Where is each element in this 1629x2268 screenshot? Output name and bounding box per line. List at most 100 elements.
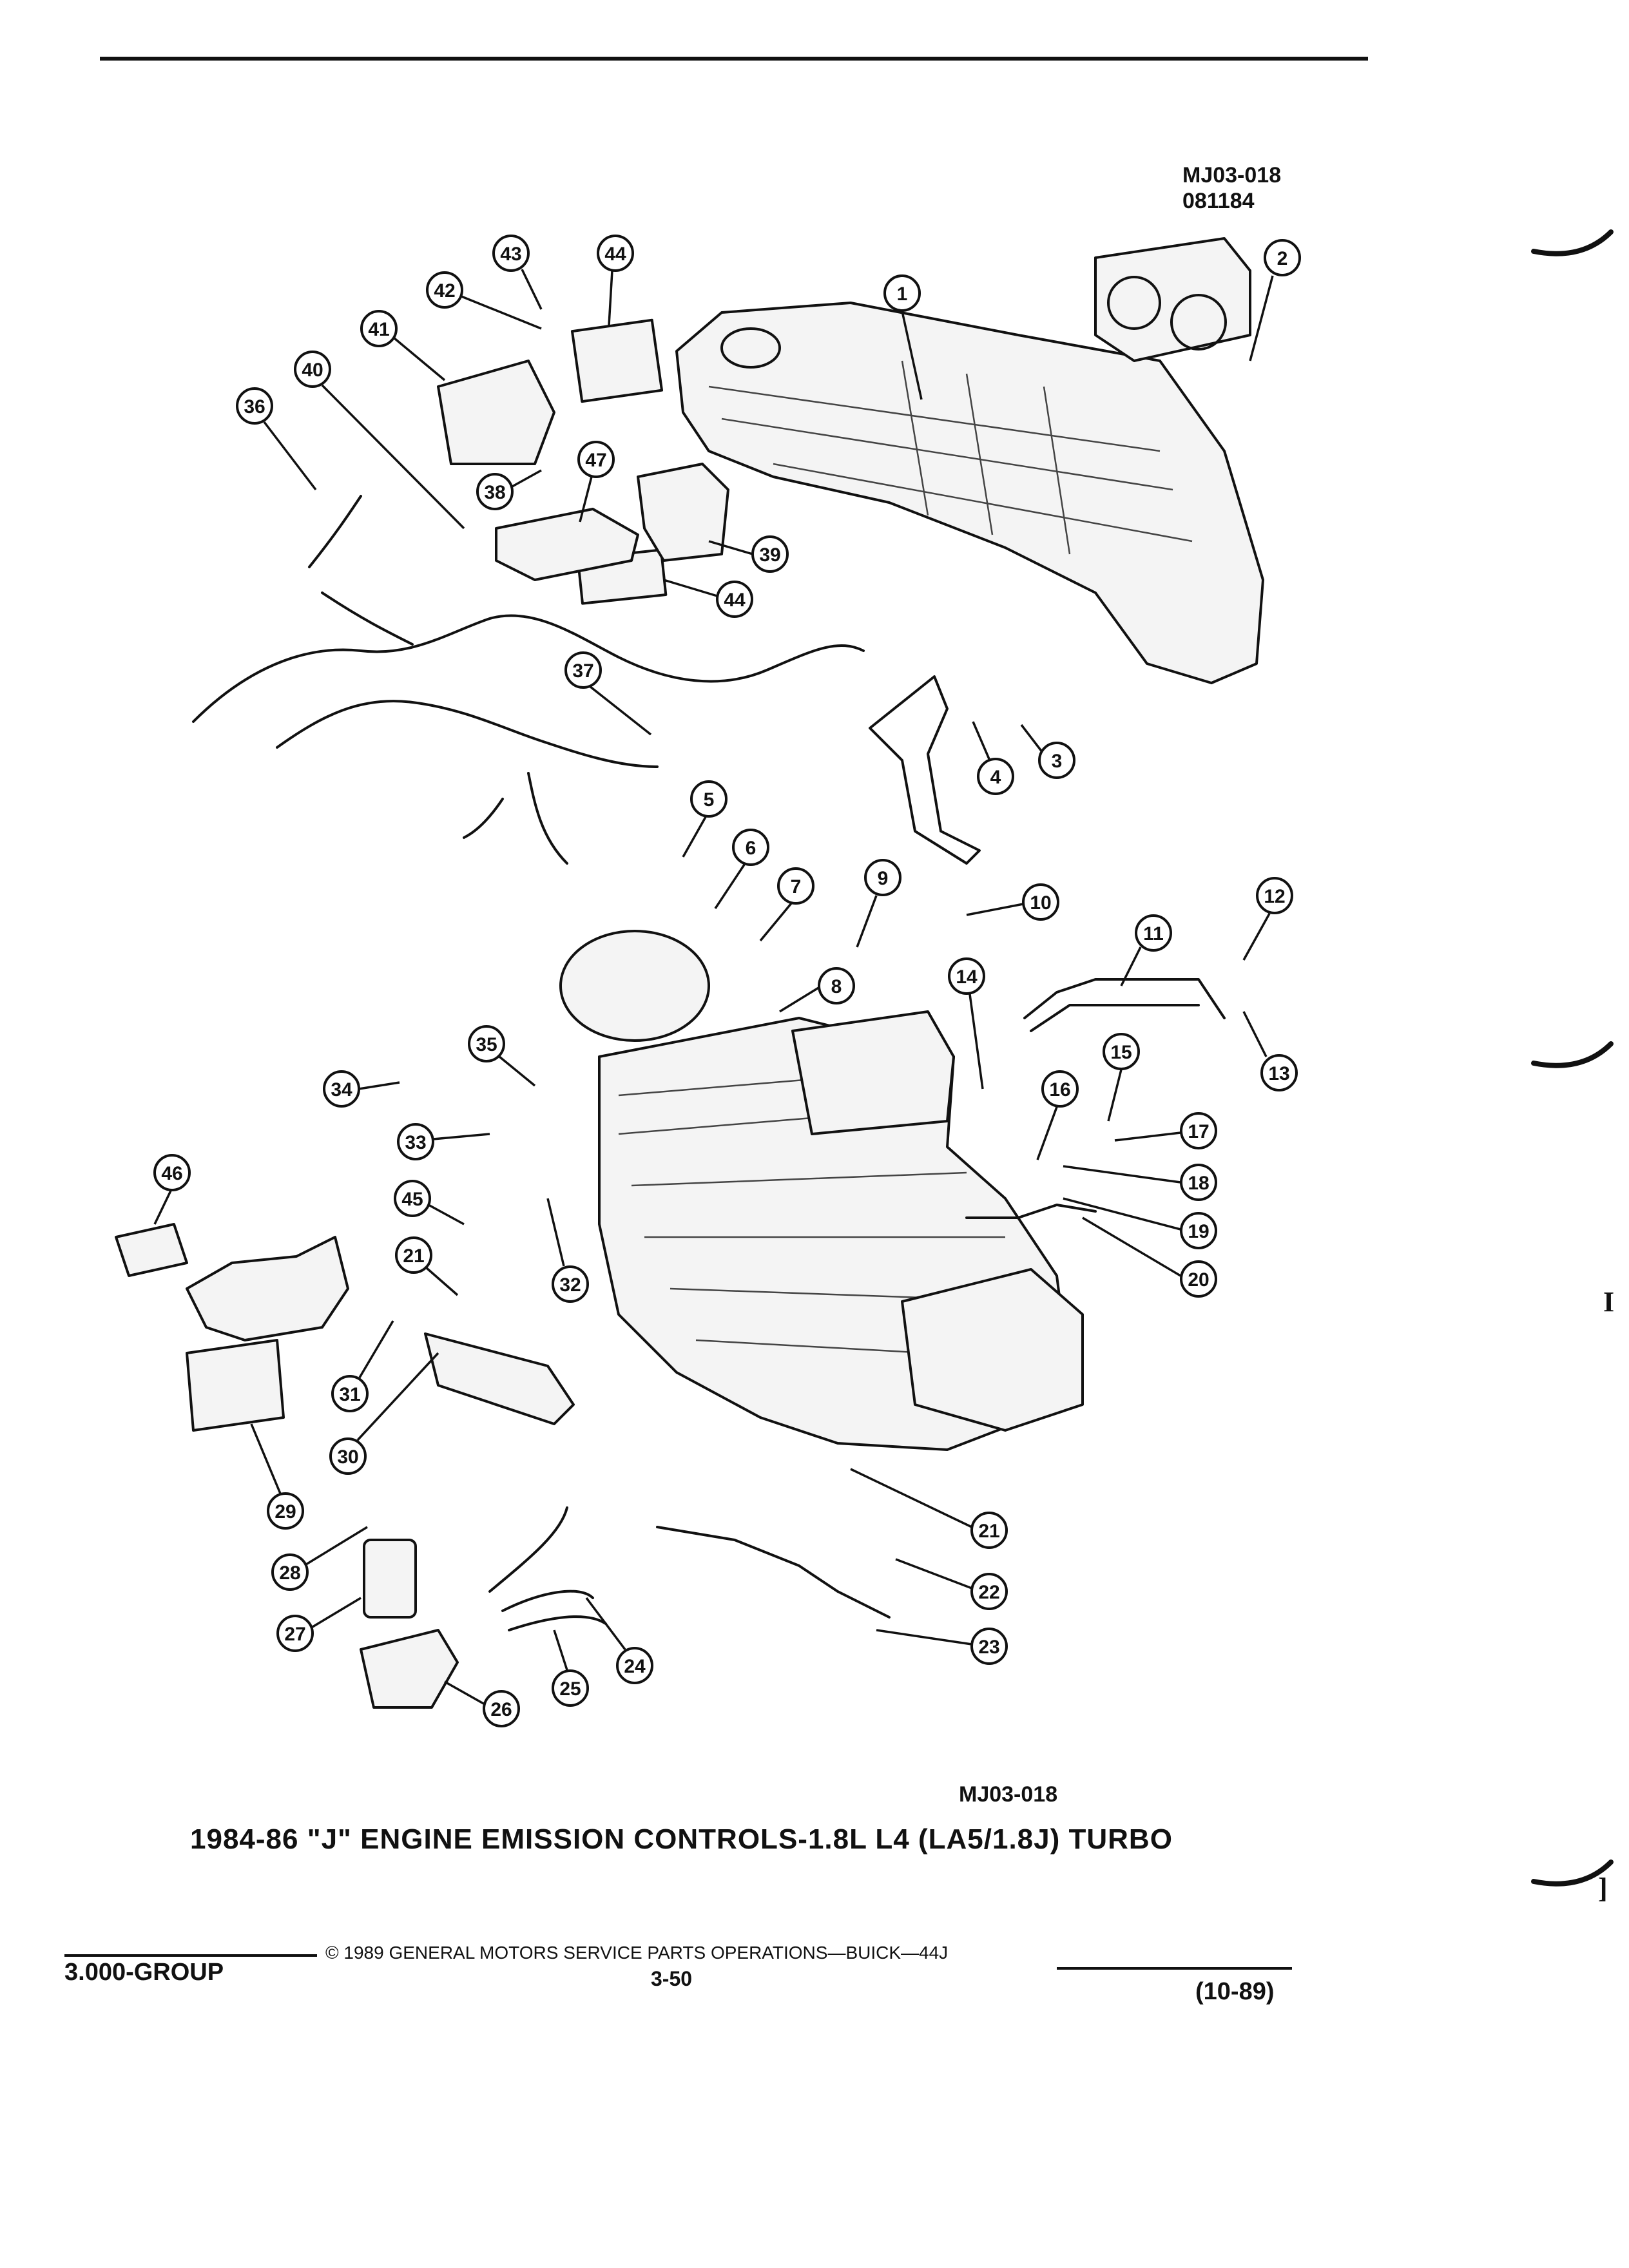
- callout-circle: [1180, 1112, 1217, 1149]
- callout-circle: [276, 1615, 314, 1652]
- callout-circle: [1180, 1212, 1217, 1249]
- callout-label: 1: [897, 284, 908, 305]
- callout-circle: [716, 581, 753, 618]
- callout-label: 17: [1188, 1121, 1209, 1142]
- callout-circle: [970, 1628, 1008, 1665]
- callout-circle: [818, 967, 855, 1004]
- callout-41: 41: [360, 310, 398, 347]
- leader-lines: [153, 269, 1274, 1706]
- exploded-parts-diagram: 1234567891011121314151617181920212122232…: [115, 235, 1301, 1727]
- callout-6: 6: [732, 829, 769, 866]
- callout-10: 10: [1022, 883, 1059, 921]
- callout-circle: [395, 1236, 432, 1274]
- callout-label: 28: [279, 1562, 300, 1584]
- vacuum-pipes: [1023, 978, 1226, 1032]
- callout-circle: [483, 1690, 520, 1727]
- callout-label: 33: [405, 1132, 426, 1153]
- callout-circle: [360, 310, 398, 347]
- vapor-canister: [363, 1539, 417, 1619]
- ecm-upper: [570, 318, 664, 403]
- callout-label: 21: [403, 1245, 424, 1267]
- callout-circle: [1041, 1070, 1079, 1108]
- margin-mark-2: ]: [1598, 1872, 1608, 1904]
- callout-circle: [1180, 1164, 1217, 1201]
- callout-21: 21: [395, 1236, 432, 1274]
- callout-label: 23: [978, 1637, 999, 1658]
- callout-label: 44: [724, 590, 746, 611]
- callout-circle: [492, 235, 530, 272]
- callout-33: 33: [397, 1123, 434, 1160]
- callout-label: 47: [585, 450, 606, 471]
- callout-14: 14: [948, 957, 985, 995]
- callout-label: 16: [1049, 1079, 1070, 1100]
- callout-40: 40: [294, 351, 331, 388]
- callout-29: 29: [267, 1492, 304, 1530]
- diagram-date-code: 081184: [1182, 189, 1255, 213]
- callout-45: 45: [394, 1180, 431, 1217]
- callout-circle: [468, 1025, 505, 1062]
- surge-tank: [559, 930, 710, 1042]
- callout-1: 1: [883, 274, 921, 312]
- callout-label: 19: [1188, 1221, 1209, 1242]
- callout-label: 36: [244, 396, 265, 418]
- callout-37: 37: [564, 651, 602, 689]
- callout-label: 43: [500, 244, 521, 265]
- callout-16: 16: [1041, 1070, 1079, 1108]
- callout-12: 12: [1256, 877, 1293, 914]
- callout-label: 25: [559, 1678, 581, 1700]
- callout-circle: [1180, 1260, 1217, 1298]
- tray-bracket: [495, 508, 639, 581]
- vacuum-hoses: [488, 1506, 607, 1631]
- ecm-cover: [637, 463, 729, 562]
- callout-46: 46: [153, 1154, 191, 1191]
- callout-circle: [777, 867, 815, 905]
- duct-elbow: [115, 1223, 188, 1277]
- callout-24: 24: [616, 1647, 653, 1684]
- callout-circle: [267, 1492, 304, 1530]
- air-intake-duct: [186, 1236, 349, 1341]
- callout-39: 39: [751, 535, 789, 573]
- callout-27: 27: [276, 1615, 314, 1652]
- callout-label: 46: [161, 1163, 182, 1184]
- callout-label: 38: [484, 482, 505, 503]
- egr-tube: [656, 1526, 891, 1619]
- footer-rule-right: [1057, 1967, 1292, 1970]
- callout-44: 44: [597, 235, 634, 272]
- intake-plenum: [791, 1010, 955, 1135]
- callout-label: 20: [1188, 1269, 1209, 1291]
- footer-group: 3.000-GROUP: [64, 1959, 224, 1986]
- callout-circle: [394, 1180, 431, 1217]
- callout-circle: [1264, 239, 1301, 276]
- callout-circle: [329, 1437, 367, 1475]
- canister-bracket: [360, 1629, 459, 1709]
- callout-23: 23: [970, 1628, 1008, 1665]
- callout-circle: [552, 1265, 589, 1303]
- callout-label: 30: [337, 1446, 358, 1468]
- callout-circle: [1022, 883, 1059, 921]
- callout-label: 11: [1143, 923, 1164, 945]
- callout-26: 26: [483, 1690, 520, 1727]
- callout-label: 13: [1268, 1063, 1289, 1084]
- callout-circle: [1038, 742, 1075, 779]
- intake-hose: [424, 1332, 575, 1425]
- callout-7: 7: [777, 867, 815, 905]
- callout-label: 22: [978, 1582, 999, 1603]
- callout-11: 11: [1135, 914, 1172, 952]
- callout-label: 31: [339, 1384, 360, 1405]
- callout-label: 8: [831, 976, 842, 997]
- callout-circle: [864, 859, 901, 896]
- callout-44: 44: [716, 581, 753, 618]
- callout-circle: [426, 271, 463, 309]
- callout-label: 7: [791, 876, 802, 898]
- callout-34: 34: [323, 1070, 360, 1108]
- callout-35: 35: [468, 1025, 505, 1062]
- callout-label: 9: [878, 868, 889, 889]
- callout-label: 10: [1030, 892, 1051, 914]
- callout-label: 26: [490, 1699, 512, 1720]
- callout-circle: [883, 274, 921, 312]
- callout-9: 9: [864, 859, 901, 896]
- callout-label: 32: [559, 1274, 581, 1296]
- callout-label: 37: [572, 660, 593, 682]
- callout-circle: [970, 1573, 1008, 1610]
- engine-wiring-harness: [192, 614, 865, 723]
